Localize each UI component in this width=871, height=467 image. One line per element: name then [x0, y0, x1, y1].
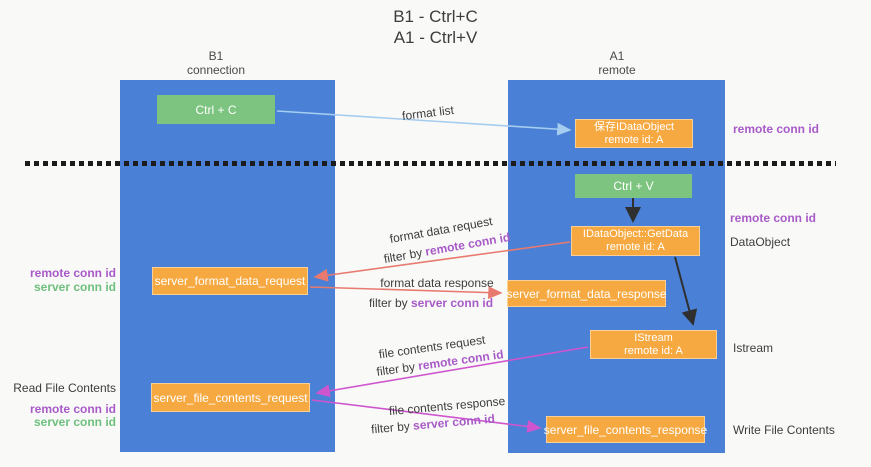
lane-a1-name: A1: [609, 49, 625, 63]
node-server-format-data-request: server_format_data_request: [152, 267, 308, 295]
annotation-dataobject: DataObject: [730, 235, 791, 249]
node-idataobject-getdata: IDataObject::GetData remote id: A: [571, 226, 700, 256]
annotation-remote-conn-id-mid: remote conn id: [730, 211, 817, 225]
node-ctrl-v: Ctrl + V: [575, 174, 692, 198]
node-istream-line2: remote id: A: [624, 344, 683, 357]
node-server-format-data-response: server_format_data_response: [506, 280, 667, 307]
lane-header-a1: A1 remote: [557, 49, 677, 77]
filter-by-text: filter by: [370, 419, 411, 437]
annotation-server-conn-id-left-1: server conn id: [33, 280, 116, 294]
filter-by-text: filter by: [375, 359, 416, 379]
label-format-list: format list: [401, 102, 455, 124]
node-save-idataobject-line2: remote id: A: [604, 133, 664, 146]
annotation-remote-conn-id-left-1: remote conn id: [29, 266, 116, 280]
node-save-idataobject-line1: 保存IDataObject: [593, 120, 675, 133]
node-ctrl-c: Ctrl + C: [157, 95, 275, 124]
node-istream-line1: IStream: [634, 331, 673, 344]
server-conn-id-text: server conn id: [411, 296, 494, 310]
node-ctrl-c-label: Ctrl + C: [195, 102, 237, 117]
node-server-file-contents-request: server_file_contents_request: [151, 383, 310, 412]
node-server-format-data-response-label: server_format_data_response: [506, 286, 667, 301]
node-istream: IStream remote id: A: [590, 330, 717, 359]
node-idataobject-getdata-line1: IDataObject::GetData: [582, 228, 689, 240]
annotation-read-file-contents: Read File Contents: [13, 381, 116, 395]
diagram-title: B1 - Ctrl+C A1 - Ctrl+V: [0, 6, 871, 48]
annotation-write-file-contents: Write File Contents: [733, 423, 835, 437]
title-line-2: A1 - Ctrl+V: [393, 28, 478, 47]
node-ctrl-v-label: Ctrl + V: [613, 179, 654, 193]
lane-b1-role: connection: [186, 63, 246, 77]
node-save-idataobject: 保存IDataObject remote id: A: [575, 119, 693, 148]
annotation-remote-conn-id-left-2: remote conn id: [29, 402, 116, 416]
node-server-file-contents-request-label: server_file_contents_request: [153, 390, 308, 405]
filter-by-text: filter by: [382, 245, 424, 267]
annotation-server-conn-id-left-2: server conn id: [33, 415, 116, 429]
annotation-remote-conn-id-top: remote conn id: [733, 122, 820, 136]
lane-b1-name: B1: [208, 49, 224, 63]
node-server-format-data-request-label: server_format_data_request: [154, 274, 306, 288]
lane-header-b1: B1 connection: [156, 49, 276, 77]
session-divider-dashed-line: [25, 161, 836, 166]
node-idataobject-getdata-line2: remote id: A: [606, 241, 665, 253]
label-filter-by-server-conn-id-1: filter by server conn id: [369, 296, 493, 310]
title-line-1: B1 - Ctrl+C: [393, 7, 478, 26]
annotation-istream: Istream: [733, 341, 774, 355]
lane-a1-role: remote: [598, 63, 636, 77]
node-server-file-contents-response-label: server_file_contents_response: [543, 422, 708, 437]
label-format-data-response: format data response: [380, 276, 494, 290]
node-server-file-contents-response: server_file_contents_response: [543, 416, 708, 443]
filter-by-text: filter by: [368, 296, 408, 310]
